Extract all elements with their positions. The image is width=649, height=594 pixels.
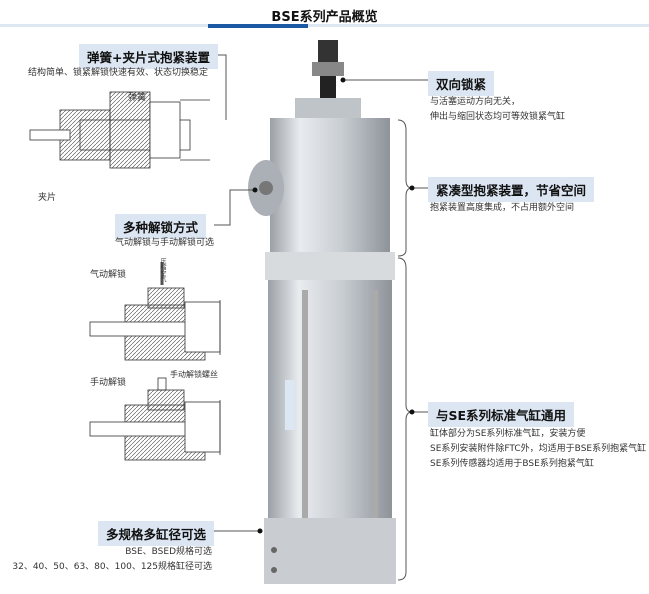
feature-desc-spring-clamp: 结构简单、锁紧解锁快速有效、状态切换稳定: [28, 68, 209, 78]
section-drawing-spring-clamp: [29, 91, 210, 169]
desc-line: 32、40、50、63、80、100、125规格缸径可选: [12, 562, 212, 572]
desc-line: 与活塞运动方向无关，: [430, 97, 521, 107]
feature-desc-unlock: 气动解锁与手动解锁可选: [115, 238, 215, 248]
air-label: 压缩空气: [159, 258, 166, 282]
feature-desc-compact: 抱紧装置高度集成，不占用额外空间: [430, 203, 575, 213]
feature-label-spring-clamp: 弹簧+夹片式抱紧装置: [79, 44, 218, 69]
desc-line: BSE、BSED规格可选: [125, 547, 212, 557]
section-drawing-pneumatic: [89, 262, 221, 361]
manual-screw-label: 手动解锁螺丝: [170, 370, 218, 379]
feature-label-bidirectional: 双向锁紧: [428, 71, 495, 96]
feature-label-specs: 多规格多缸径可选: [97, 521, 214, 546]
cylinder-image: [248, 40, 396, 584]
desc-line: SE系列传感器均适用于BSE系列抱紧气缸: [430, 459, 594, 469]
section-drawing-manual: [89, 377, 221, 461]
desc-line: SE系列安装附件除FTC外，均适用于BSE系列抱紧气缸: [430, 444, 647, 454]
title-divider: [0, 24, 649, 27]
desc-line: 缸体部分为SE系列标准气缸，安装方便: [430, 429, 586, 439]
callout-clip: 夹片: [38, 193, 57, 203]
feature-label-se-compat: 与SE系列标准气缸通用: [428, 402, 575, 427]
feature-desc-bidirectional: 与活塞运动方向无关， 伸出与缩回状态均可等效锁紧气缸: [430, 95, 565, 125]
feature-label-compact: 紧凑型抱紧装置，节省空间: [428, 177, 595, 202]
feature-label-unlock: 多种解锁方式: [115, 214, 207, 239]
manual-unlock-label: 手动解锁: [90, 378, 127, 388]
desc-line: 伸出与缩回状态均可等效锁紧气缸: [430, 112, 566, 122]
page-title: BSE系列产品概览: [271, 10, 378, 25]
feature-desc-se-compat: 缸体部分为SE系列标准气缸，安装方便 SE系列安装附件除FTC外，均适用于BSE…: [430, 427, 646, 472]
callout-spring: 弹簧: [128, 93, 147, 103]
title-accent-bar: [208, 24, 308, 28]
pneumatic-unlock-label: 气动解锁: [90, 270, 127, 280]
feature-desc-specs: BSE、BSED规格可选 32、40、50、63、80、100、125规格缸径可…: [12, 545, 212, 575]
